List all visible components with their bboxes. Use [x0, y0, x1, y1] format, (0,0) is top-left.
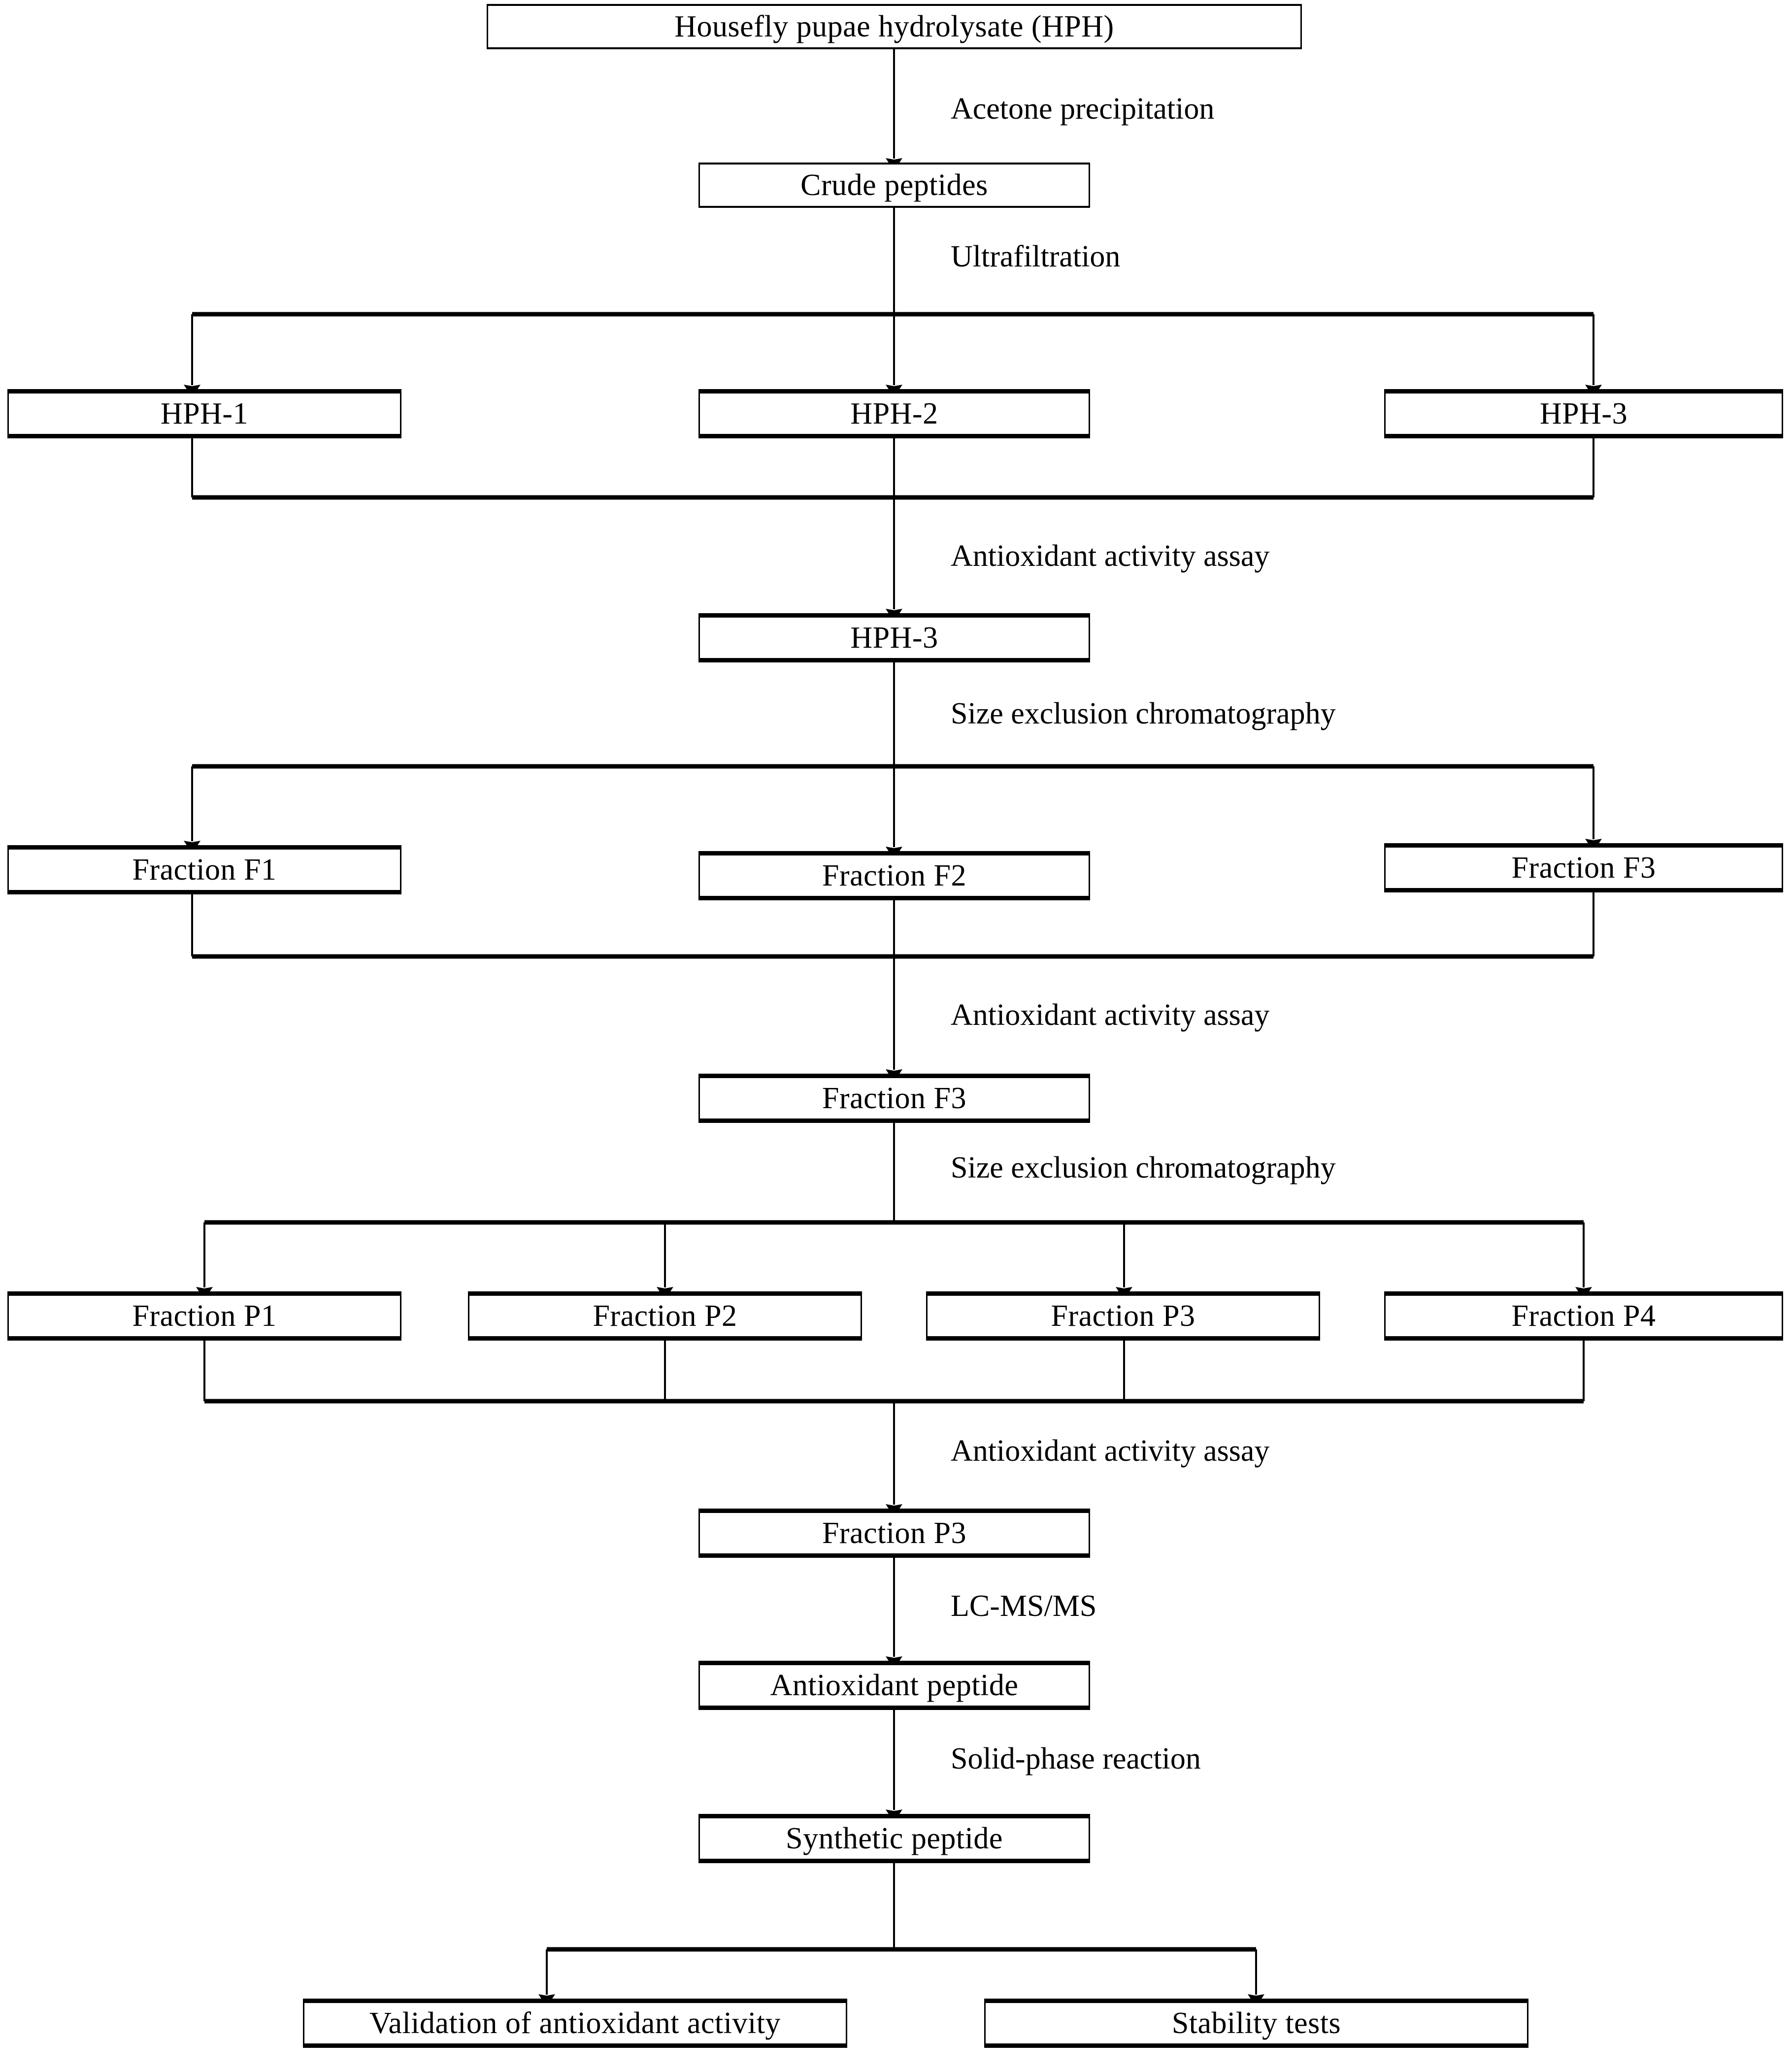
- node-fraction-f3-selected[interactable]: Fraction F3: [698, 1074, 1090, 1123]
- node-hph-1[interactable]: HPH-1: [7, 389, 401, 438]
- node-validation-of-antioxidant-activity[interactable]: Validation of antioxidant activity: [303, 1999, 847, 2048]
- node-fraction-p2[interactable]: Fraction P2: [468, 1291, 862, 1341]
- edge-label-antioxidant-activity-assay-1: Antioxidant activity assay: [951, 539, 1270, 573]
- node-fraction-p3-top[interactable]: Fraction P3: [926, 1291, 1320, 1341]
- edge-label-lc-ms-ms: LC-MS/MS: [951, 1589, 1097, 1623]
- node-synthetic-peptide[interactable]: Synthetic peptide: [698, 1814, 1090, 1863]
- node-hph-3-selected[interactable]: HPH-3: [698, 613, 1090, 662]
- edge-label-size-exclusion-chromatography-1: Size exclusion chromatography: [951, 697, 1336, 730]
- edge-label-acetone-precipitation: Acetone precipitation: [951, 92, 1215, 126]
- node-fraction-p1[interactable]: Fraction P1: [7, 1291, 401, 1341]
- edge-label-antioxidant-activity-assay-2: Antioxidant activity assay: [951, 998, 1270, 1032]
- node-housefly-pupae-hydrolysate[interactable]: Housefly pupae hydrolysate (HPH): [487, 4, 1302, 49]
- node-crude-peptides[interactable]: Crude peptides: [698, 163, 1090, 208]
- edge-label-antioxidant-activity-assay-3: Antioxidant activity assay: [951, 1434, 1270, 1468]
- node-hph-2[interactable]: HPH-2: [698, 389, 1090, 438]
- edge-label-ultrafiltration: Ultrafiltration: [951, 240, 1121, 273]
- edge-label-solid-phase-reaction: Solid-phase reaction: [951, 1742, 1201, 1775]
- node-antioxidant-peptide[interactable]: Antioxidant peptide: [698, 1661, 1090, 1710]
- node-hph-3-top[interactable]: HPH-3: [1384, 389, 1783, 438]
- node-fraction-f3-top[interactable]: Fraction F3: [1384, 843, 1783, 892]
- node-fraction-f1[interactable]: Fraction F1: [7, 845, 401, 894]
- node-fraction-p4[interactable]: Fraction P4: [1384, 1291, 1783, 1341]
- node-fraction-f2[interactable]: Fraction F2: [698, 851, 1090, 900]
- node-stability-tests[interactable]: Stability tests: [984, 1999, 1528, 2048]
- node-fraction-p3-selected[interactable]: Fraction P3: [698, 1509, 1090, 1558]
- edge-label-size-exclusion-chromatography-2: Size exclusion chromatography: [951, 1151, 1336, 1184]
